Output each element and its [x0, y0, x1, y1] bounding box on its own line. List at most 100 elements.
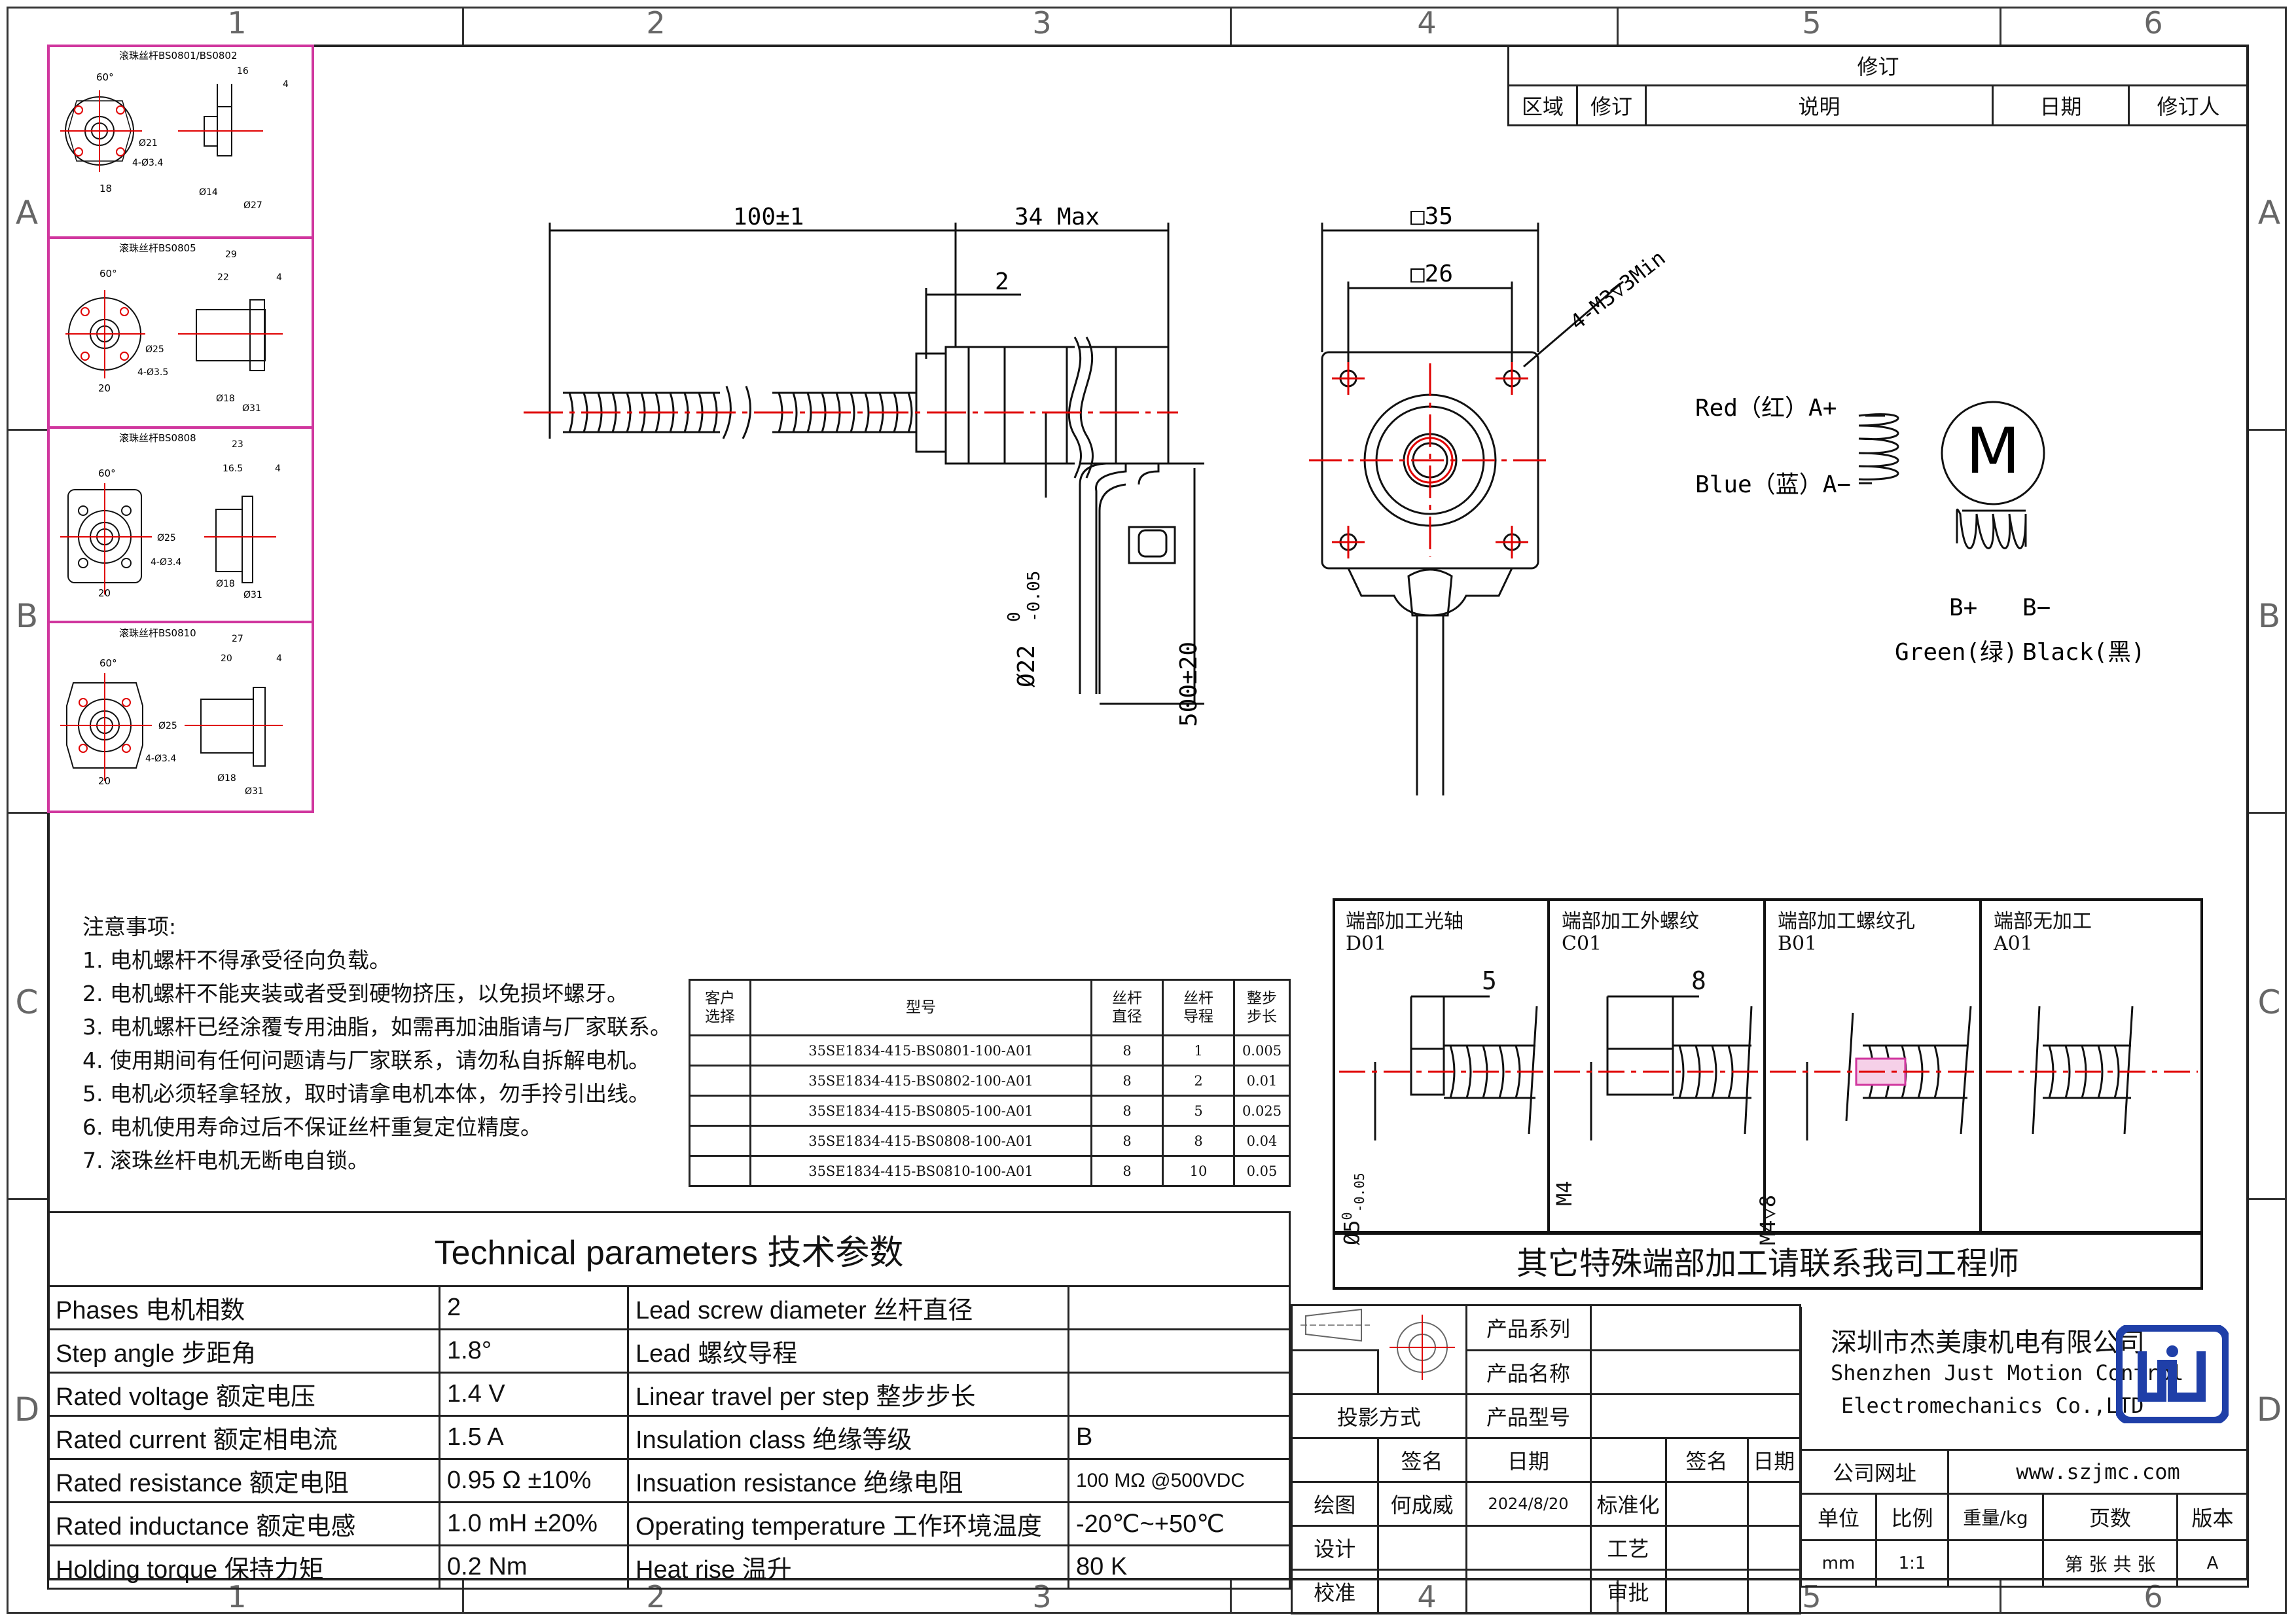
note-item: 2. 电机螺杆不能夹装或者受到硬物挤压，以免损坏螺牙。	[82, 981, 628, 1006]
model-cell: 35SE1834-415-BS0810-100-A01	[749, 1155, 1092, 1187]
ballscrew-width-3: 20	[98, 587, 111, 599]
zone-tick	[1617, 7, 1619, 45]
model-select-cell[interactable]	[689, 1095, 751, 1127]
inner-size-dim: □26	[1410, 261, 1453, 287]
table-row: Holding torque 保持力矩 0.2 Nm Heat rise 温升 …	[47, 1544, 1291, 1590]
tech-param-value	[1067, 1328, 1291, 1374]
zone-tick	[2000, 1580, 2001, 1614]
model-lead-cell: 2	[1162, 1065, 1235, 1097]
model-select-cell[interactable]	[689, 1034, 751, 1067]
end-panel-title: 端部加工外螺纹	[1562, 910, 1699, 933]
model-step-cell: 0.005	[1233, 1034, 1291, 1067]
table-row: Rated resistance 额定电阻 0.95 Ω ±10% Insuat…	[47, 1458, 1291, 1503]
projection-label: 投影方式	[1291, 1393, 1467, 1439]
model-select-cell[interactable]	[689, 1125, 751, 1157]
product-series-value	[1589, 1304, 1801, 1351]
wire-red-label: Red（红）A+	[1695, 395, 1837, 422]
model-lead-cell: 10	[1162, 1155, 1235, 1187]
lead-length-dim: 500±20	[1175, 642, 1202, 727]
motor-symbol: M	[1966, 414, 2020, 488]
version-label: 版本	[2176, 1493, 2249, 1541]
end-panel-code: B01	[1778, 932, 1818, 955]
tech-param-value: 2	[439, 1285, 629, 1330]
zone-tick	[7, 1198, 47, 1200]
model-select-cell[interactable]	[689, 1155, 751, 1187]
models-header-select: 客户 选择	[689, 979, 751, 1036]
model-lead-cell: 5	[1162, 1095, 1235, 1127]
d01-tol-upper: 0	[1339, 1212, 1355, 1220]
website-label: 公司网址	[1800, 1449, 1949, 1495]
company-name-en-1: Shenzhen Just Motion Control	[1831, 1360, 2184, 1385]
projection-cone-icon	[1300, 1308, 1370, 1342]
zone-tick	[1230, 1580, 1232, 1614]
boss-tol-upper: 0	[1005, 611, 1024, 622]
product-series-label: 产品系列	[1465, 1304, 1592, 1351]
c01-thread-dim: M4	[1552, 1180, 1577, 1206]
ballscrew-detail-panels: 滚珠丝杆BS0801/BS0802 60° 18 Ø21 4-Ø3.4 16 4…	[47, 45, 314, 813]
ballscrew-width-4: 20	[98, 775, 111, 787]
ballscrew-angle-3: 60°	[98, 467, 116, 479]
company-name-en-2: Electromechanics Co.,LTD	[1841, 1393, 2144, 1418]
wiring-diagram: Red（红）A+ Blue（蓝）A− M B+ B− Green(绿) Blac…	[1695, 395, 2140, 666]
boss-tol-lower: -0.05	[1024, 571, 1044, 622]
boss-dim: 2	[995, 268, 1009, 295]
ballscrew-flange-3: 4	[275, 464, 281, 474]
model-step-cell: 0.05	[1233, 1155, 1291, 1187]
end-panel-code: A01	[1994, 932, 2033, 955]
revision-header-author: 修订人	[2128, 84, 2249, 126]
zone-tick	[7, 812, 47, 814]
zone-row-b: B	[15, 597, 39, 635]
projection-symbol-cell	[1291, 1304, 1378, 1351]
process-label: 工艺	[1589, 1525, 1667, 1571]
zone-row-b-right: B	[2257, 597, 2281, 635]
screw-length-dim: 100±1	[733, 204, 804, 230]
approve-date	[1746, 1569, 1801, 1614]
zone-tick	[7, 429, 47, 431]
end-panel-title: 端部加工光轴	[1346, 910, 1463, 933]
notes-title: 注意事项:	[82, 914, 177, 939]
ballscrew-width-2: 20	[98, 382, 111, 394]
ballscrew-len-1: 16	[237, 66, 249, 77]
product-model-label: 产品型号	[1465, 1393, 1592, 1439]
note-item: 4. 使用期间有任何问题请与厂家联系，请勿私自拆解电机。	[82, 1048, 650, 1073]
approve-label: 审批	[1589, 1569, 1667, 1614]
weight-label: 重量/kg	[1947, 1493, 2044, 1541]
wire-black-label: Black(黑)	[2022, 639, 2140, 666]
model-select-cell[interactable]	[689, 1065, 751, 1097]
zone-col-1: 1	[227, 5, 247, 41]
ballscrew-hole-2: 4-Ø3.5	[137, 367, 168, 378]
zone-col-6: 6	[2144, 5, 2163, 41]
wire-green-label: Green(绿)	[1895, 639, 2018, 666]
note-item: 6. 电机使用寿命过后不保证丝杆重复定位精度。	[82, 1114, 542, 1140]
ballscrew-len-2: 29	[225, 249, 237, 260]
zone-tick	[462, 7, 464, 45]
ballscrew-d2-3: Ø31	[243, 590, 262, 600]
unit-value: mm	[1800, 1539, 1877, 1588]
model-diameter-cell: 8	[1090, 1065, 1164, 1097]
zone-col-3: 3	[1032, 5, 1052, 41]
revision-title: 修订	[1507, 45, 2249, 86]
tech-param-name: Insuation resistance 绝缘电阻	[627, 1458, 1069, 1503]
standard-date	[1746, 1481, 1801, 1527]
ballscrew-d2-1: Ø27	[243, 200, 262, 211]
note-item: 7. 滚珠丝杆电机无断电自锁。	[82, 1148, 369, 1173]
tech-param-name: Holding torque 保持力矩	[47, 1544, 440, 1590]
zone-tick	[2249, 429, 2287, 431]
tech-param-name: Rated resistance 额定电阻	[47, 1458, 440, 1503]
tech-param-value	[1067, 1285, 1291, 1330]
wire-blue-label: Blue（蓝）A−	[1695, 471, 1851, 498]
ballscrew-d1-2: Ø18	[216, 393, 235, 404]
table-row: Rated voltage 额定电压 1.4 V Linear travel p…	[47, 1372, 1291, 1417]
zone-row-c: C	[15, 983, 39, 1021]
tech-param-name: Rated inductance 额定电感	[47, 1501, 440, 1546]
role-blank	[1291, 1437, 1379, 1483]
zone-row-a-right: A	[2257, 194, 2281, 232]
motor-front-view: □35 □26 4-M3▽3Min	[1309, 203, 1670, 795]
models-header-model: 型号	[749, 979, 1092, 1036]
ballscrew-flange-4: 4	[276, 653, 282, 664]
ballscrew-pcd-3: Ø25	[157, 533, 176, 543]
table-row: Rated current 额定相电流 1.5 A Insulation cla…	[47, 1415, 1291, 1460]
tech-param-name: Insulation class 绝缘等级	[627, 1415, 1069, 1460]
tech-param-name: Lead screw diameter 丝杆直径	[627, 1285, 1069, 1330]
zone-tick	[2000, 7, 2001, 45]
